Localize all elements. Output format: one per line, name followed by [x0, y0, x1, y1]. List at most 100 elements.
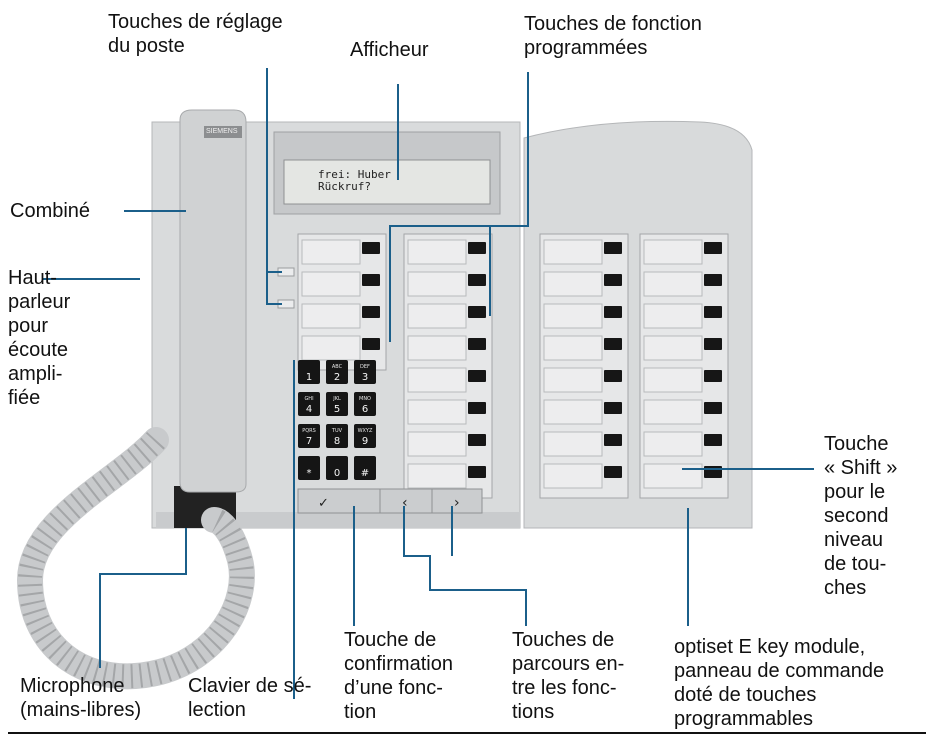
key-label-strip — [643, 303, 703, 329]
function-key[interactable] — [468, 274, 486, 286]
brand-plate — [204, 126, 242, 138]
function-key[interactable] — [468, 434, 486, 446]
leader-function-keys — [389, 72, 529, 342]
dial-key[interactable]: * — [298, 456, 320, 480]
key-label-strip — [543, 367, 603, 393]
dial-key-letters: PQRS — [302, 428, 316, 434]
dial-key[interactable]: 0 — [326, 456, 348, 480]
dial-key-cap[interactable] — [298, 456, 320, 480]
function-key[interactable] — [468, 402, 486, 414]
key-label-strip — [301, 271, 361, 297]
confirm-key-symbol[interactable]: ✓ — [318, 496, 329, 511]
scroll-right-key-symbol[interactable]: › — [454, 495, 460, 511]
key-label-strip — [407, 335, 467, 361]
function-key[interactable] — [704, 370, 722, 382]
function-key[interactable] — [704, 466, 722, 478]
dial-key-digit: 7 — [306, 436, 312, 447]
function-key[interactable] — [704, 434, 722, 446]
function-key[interactable] — [468, 338, 486, 350]
key-label-strip — [543, 335, 603, 361]
key-label-strip — [407, 399, 467, 425]
function-key[interactable] — [604, 466, 622, 478]
dial-key-cap[interactable] — [354, 424, 376, 448]
key-label-strip — [407, 303, 467, 329]
dial-key-letters: WXYZ — [358, 428, 373, 434]
function-key[interactable] — [468, 466, 486, 478]
dial-key-cap[interactable] — [298, 424, 320, 448]
function-key[interactable] — [704, 242, 722, 254]
handset — [179, 109, 247, 493]
dial-key-letters: ABC — [332, 364, 343, 370]
function-key[interactable] — [604, 274, 622, 286]
dial-key-digit: # — [361, 468, 369, 479]
scroll-left-key-symbol[interactable]: ‹ — [402, 495, 408, 511]
function-key[interactable] — [468, 370, 486, 382]
function-key[interactable] — [362, 338, 380, 350]
function-key[interactable] — [604, 338, 622, 350]
label-display: Afficheur — [350, 39, 429, 61]
function-key[interactable] — [362, 306, 380, 318]
display-screen — [283, 159, 491, 205]
label-shift-key: Touche « Shift » pour le second niveau d… — [824, 433, 898, 599]
dial-key-digit: 4 — [306, 404, 312, 415]
dial-key[interactable]: # — [354, 456, 376, 480]
coiled-cord-ridges — [17, 431, 254, 689]
function-key[interactable] — [604, 402, 622, 414]
dial-key-cap[interactable] — [354, 360, 376, 384]
function-key[interactable] — [362, 274, 380, 286]
dial-key[interactable]: 1 — [298, 360, 320, 384]
key-label-strip — [543, 239, 603, 265]
leader-microphone — [99, 528, 187, 668]
dial-key-cap[interactable] — [326, 456, 348, 480]
key-label-strip — [543, 399, 603, 425]
dial-key-letters: TUV — [331, 428, 343, 434]
function-key[interactable] — [468, 242, 486, 254]
dial-key-cap[interactable] — [298, 392, 320, 416]
function-key[interactable] — [704, 274, 722, 286]
key-label-strip — [643, 271, 703, 297]
key-label-strip — [643, 335, 703, 361]
key-label-strip — [407, 431, 467, 457]
dial-key-cap[interactable] — [298, 360, 320, 384]
dial-key[interactable]: GHI 4 — [298, 392, 320, 416]
label-handset: Combiné — [10, 200, 91, 222]
dial-key-cap[interactable] — [326, 392, 348, 416]
key-label-strip — [407, 367, 467, 393]
dial-key-digit: * — [307, 468, 312, 479]
dial-key-cap[interactable] — [354, 456, 376, 480]
lcd-text: frei: Huber Rückruf? — [318, 168, 391, 193]
dial-key-letters: GHI — [304, 396, 313, 402]
dial-key-cap[interactable] — [326, 360, 348, 384]
function-key[interactable] — [604, 434, 622, 446]
key-label-strip — [543, 271, 603, 297]
label-keypad: Clavier de sé- lection — [188, 675, 312, 721]
function-key[interactable] — [704, 402, 722, 414]
function-key[interactable] — [362, 242, 380, 254]
dial-key-cap[interactable] — [326, 424, 348, 448]
key-label-strip — [543, 463, 603, 489]
function-key[interactable] — [604, 242, 622, 254]
function-key[interactable] — [704, 338, 722, 350]
function-key[interactable] — [604, 370, 622, 382]
key-label-strip — [407, 463, 467, 489]
function-key[interactable] — [704, 306, 722, 318]
label-microphone: Microphone (mains-libres) — [20, 675, 142, 721]
dial-key-letters: JKL — [332, 396, 341, 402]
function-key[interactable] — [604, 306, 622, 318]
function-key[interactable] — [468, 306, 486, 318]
key-label-strip — [643, 239, 703, 265]
dial-key[interactable]: PQRS 7 — [298, 424, 320, 448]
dial-key-digit: 1 — [306, 372, 312, 383]
dial-key-cap[interactable] — [354, 392, 376, 416]
key-label-strip — [643, 367, 703, 393]
phone-base-shadow — [156, 512, 520, 528]
label-scroll-keys: Touches de parcours en- tre les fonc- ti… — [512, 629, 625, 723]
label-function-keys: Touches de fonction programmées — [524, 13, 702, 59]
dial-key-digit: 0 — [334, 468, 340, 479]
